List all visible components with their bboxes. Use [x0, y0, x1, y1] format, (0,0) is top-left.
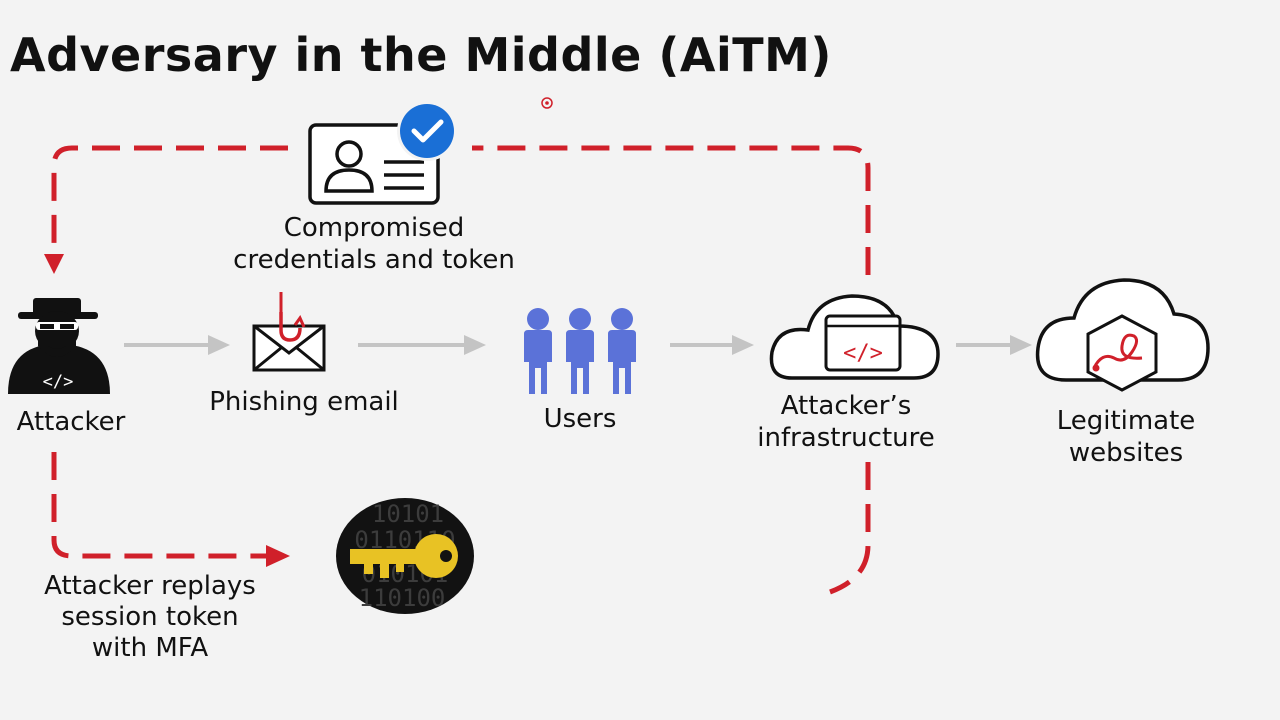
users-group-icon [524, 308, 636, 394]
page-title: Adversary in the Middle (AiTM) [10, 28, 832, 82]
attacker-hacker-icon: </> [8, 298, 110, 394]
infrastructure-label-line-2: infrastructure [757, 423, 935, 453]
key-binary-row-1: 10101 [372, 500, 444, 528]
replay-label: Attacker replays session token with MFA [18, 571, 282, 664]
flow-arrow-attacker-to-phishing [124, 335, 230, 355]
dashed-path-infrastructure-to-attacker [51, 145, 871, 275]
arrowhead-to-attacker [44, 254, 64, 274]
replay-label-line-1: Attacker replays [44, 571, 256, 601]
session-token-key-icon: 10101 0110110 010101 110100 [336, 498, 474, 614]
infrastructure-label-line-1: Attacker’s [780, 391, 912, 421]
key-binary-row-4: 110100 [359, 584, 446, 612]
pointer-dot [541, 97, 553, 109]
credentials-label: Compromised credentials and token [214, 212, 534, 276]
infrastructure-label: Attacker’s infrastructure [738, 390, 954, 454]
attacker-code-glyph: </> [43, 372, 74, 392]
arrowhead-to-key [266, 545, 290, 567]
phishing-email-label: Phishing email [209, 387, 399, 417]
phishing-envelope-icon [252, 292, 326, 372]
users-label: Users [543, 404, 617, 434]
infrastructure-cloud-icon: </> [769, 294, 940, 380]
dashed-path-attacker-to-key [51, 452, 268, 559]
infrastructure-code-glyph: </> [843, 341, 883, 366]
flow-arrow-phishing-to-users [358, 335, 486, 355]
replay-label-line-3: with MFA [91, 633, 209, 663]
dashed-path-infrastructure-down [829, 462, 871, 595]
credentials-label-line-1: Compromised [283, 213, 465, 243]
flow-arrow-infrastructure-to-legitimate [956, 335, 1032, 355]
attacker-label: Attacker [16, 407, 126, 437]
legitimate-label-line-2: websites [1068, 438, 1184, 468]
replay-label-line-2: session token [61, 602, 239, 632]
credentials-label-line-2: credentials and token [233, 245, 515, 275]
legitimate-label-line-1: Legitimate [1056, 406, 1196, 436]
legitimate-cloud-icon [1035, 278, 1210, 392]
legitimate-websites-label: Legitimate websites [1036, 405, 1216, 469]
flow-arrow-users-to-infrastructure [670, 335, 754, 355]
check-badge-icon [397, 101, 457, 161]
